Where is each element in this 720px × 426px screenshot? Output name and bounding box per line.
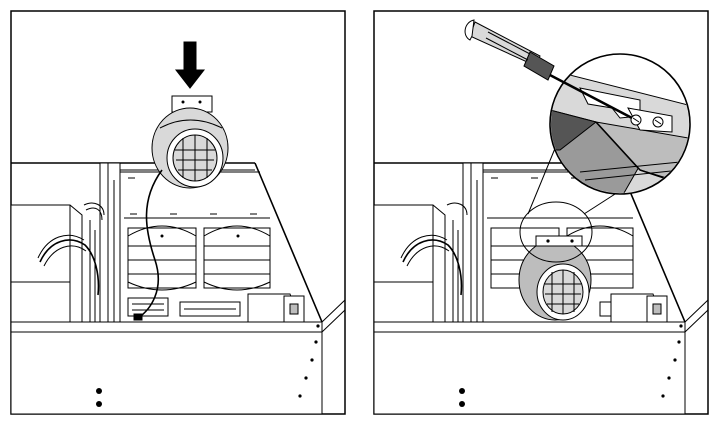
fan-power-cable bbox=[137, 169, 163, 319]
fan-assembly bbox=[151, 95, 229, 189]
fan-grille-right bbox=[203, 225, 271, 291]
drive-bay bbox=[10, 202, 105, 323]
screw-icon bbox=[96, 401, 102, 407]
screwdriver-icon bbox=[464, 19, 633, 120]
down-arrow-icon bbox=[174, 41, 206, 89]
screw-icon bbox=[96, 388, 102, 394]
expansion-slots bbox=[127, 293, 305, 323]
fan-grille-left bbox=[127, 225, 197, 291]
chassis-front bbox=[10, 299, 346, 415]
detail-reference-circle bbox=[519, 201, 593, 263]
screw-icon bbox=[459, 401, 465, 407]
left-panel bbox=[10, 10, 346, 415]
callout-line bbox=[527, 145, 557, 215]
drive-bay bbox=[373, 202, 468, 323]
chassis-front bbox=[373, 299, 709, 415]
fan-assembly bbox=[518, 235, 592, 321]
right-panel bbox=[373, 10, 709, 415]
screw-icon bbox=[459, 388, 465, 394]
cable-connector bbox=[133, 313, 143, 321]
expansion-slots bbox=[599, 293, 668, 323]
fan-bracket bbox=[535, 235, 583, 247]
